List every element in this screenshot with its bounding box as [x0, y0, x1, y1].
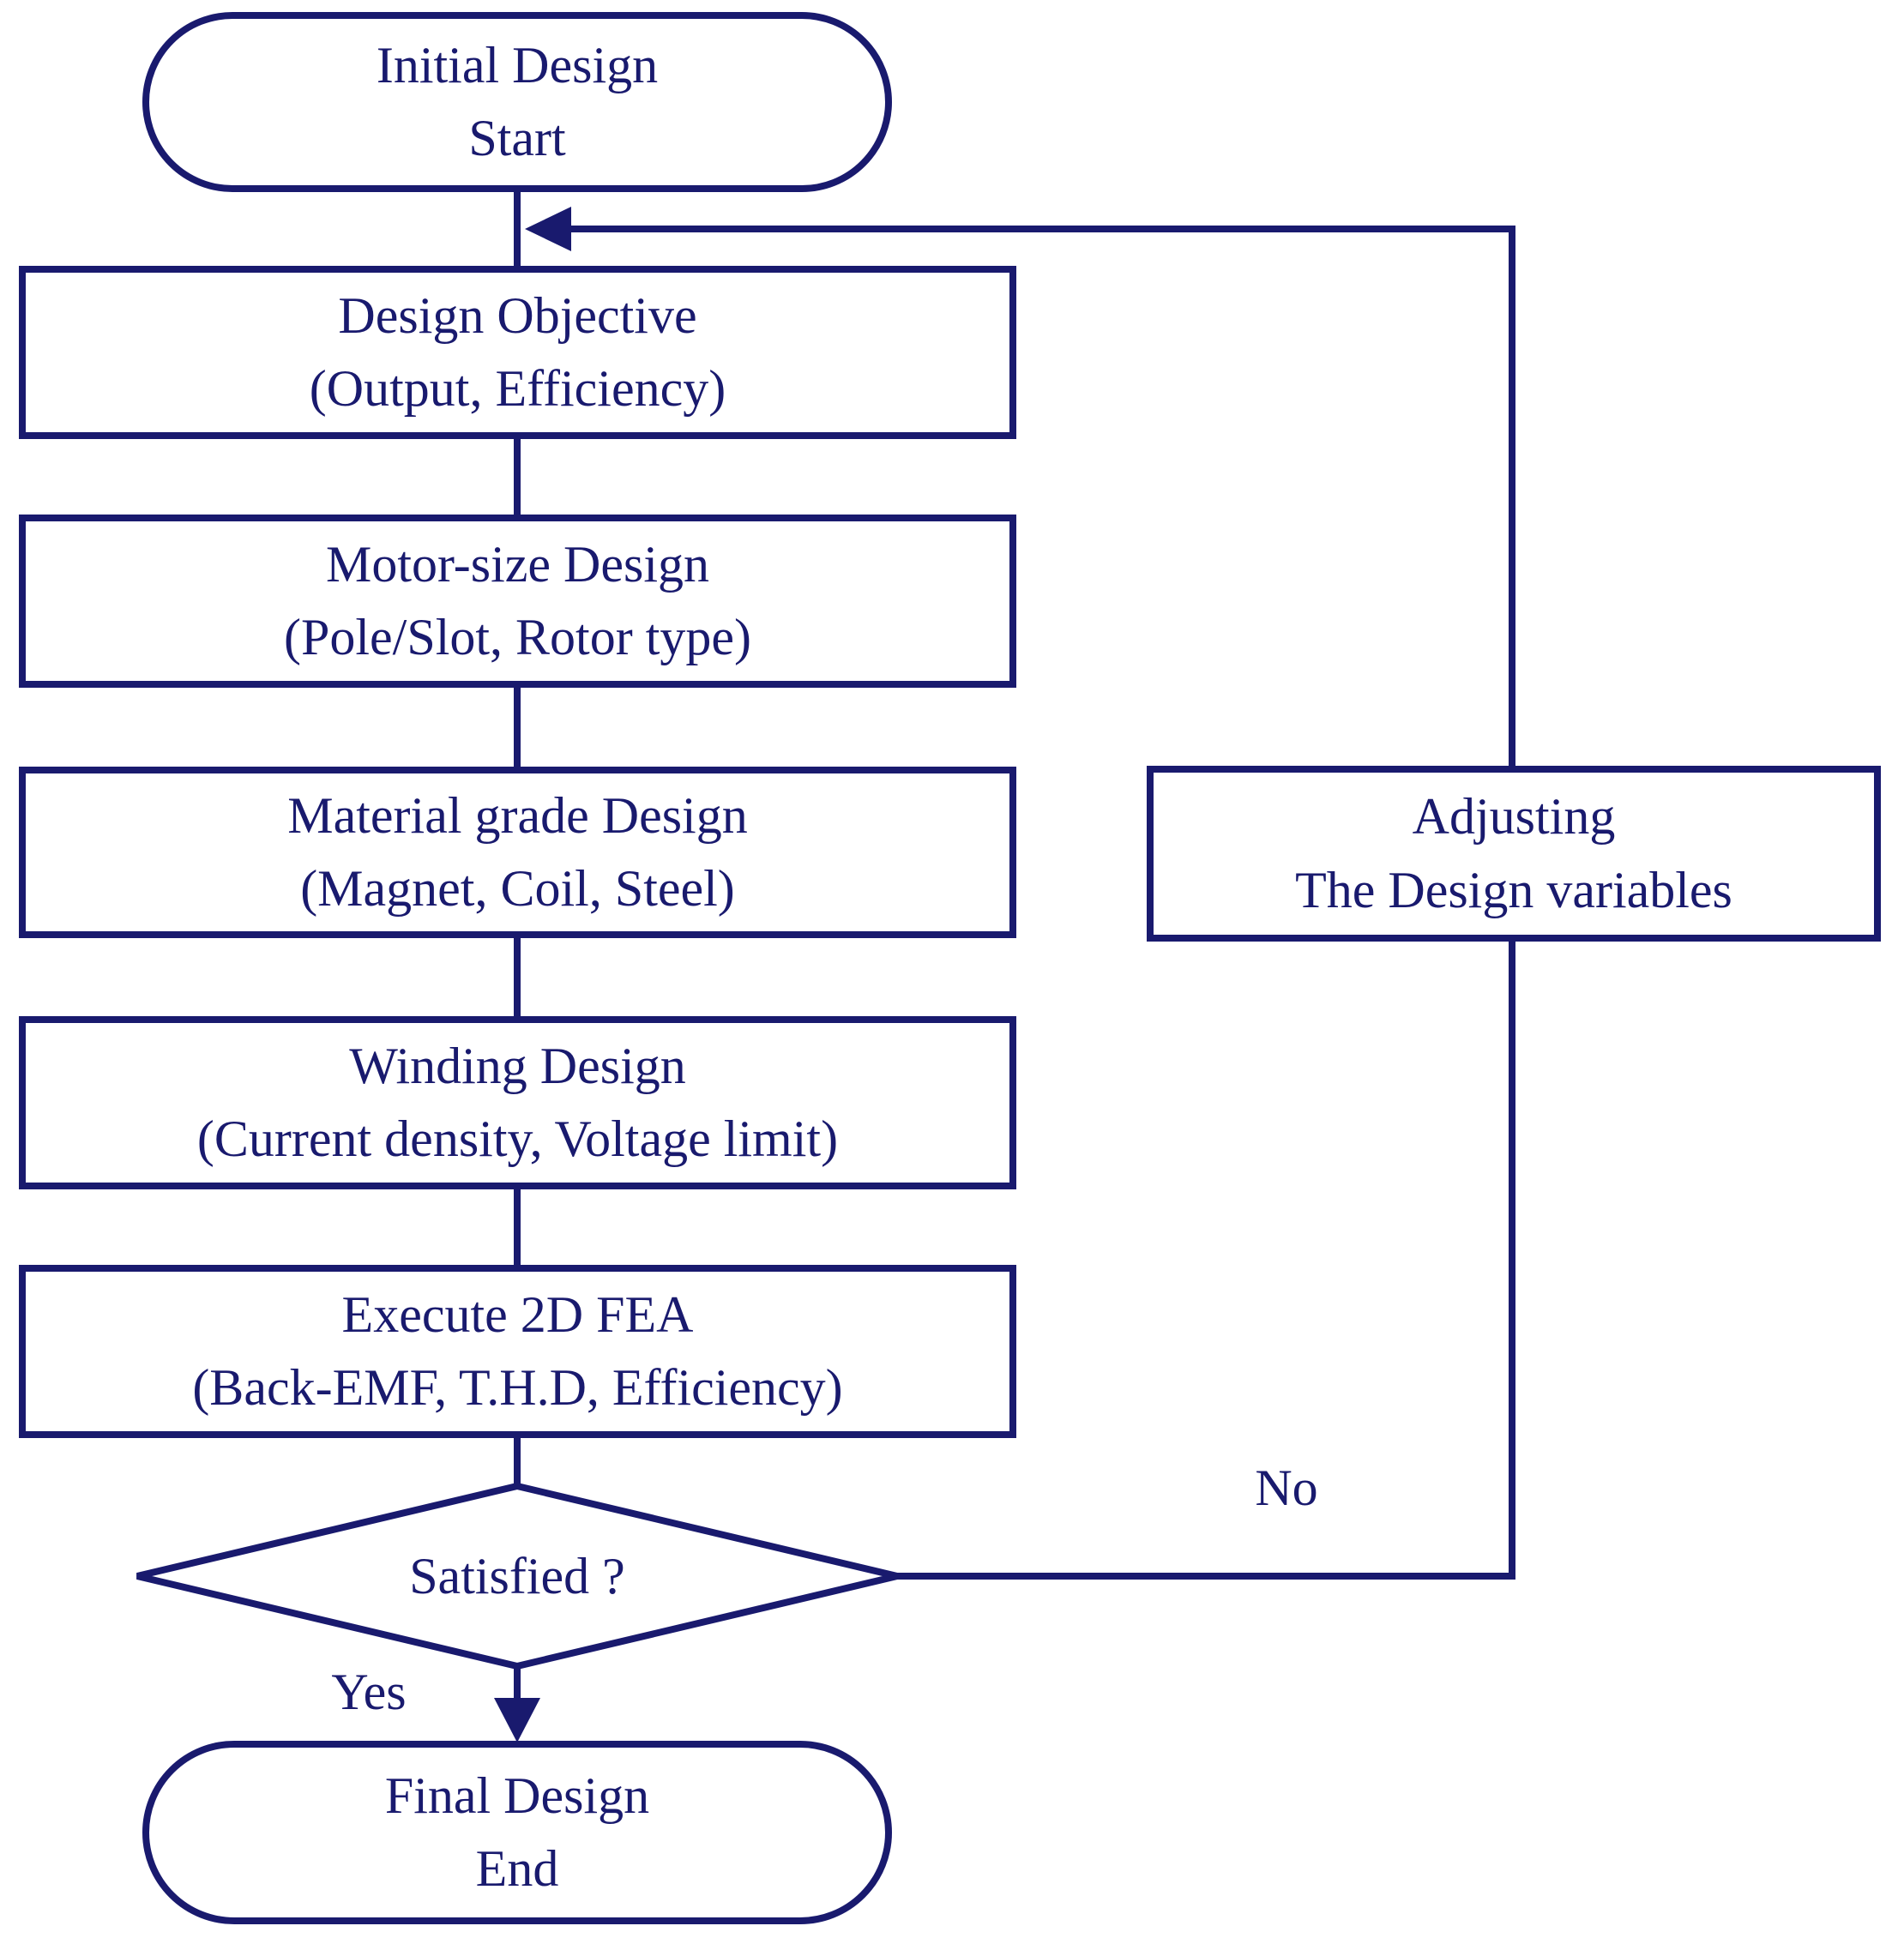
- node-design-objective: Design Objective (Output, Efficiency): [19, 266, 1016, 439]
- node-fea-subtitle: (Back-EMF, T.H.D, Efficiency): [192, 1359, 843, 1416]
- node-end-subtitle: End: [475, 1840, 559, 1897]
- node-start-subtitle: Start: [468, 110, 566, 166]
- feedback-arrowhead: [525, 207, 571, 251]
- node-winding: Winding Design (Current density, Voltage…: [19, 1016, 1016, 1189]
- node-fea: Execute 2D FEA (Back-EMF, T.H.D, Efficie…: [19, 1265, 1016, 1438]
- node-end: Final Design End: [142, 1741, 892, 1924]
- end-arrowhead: [494, 1698, 540, 1742]
- node-winding-subtitle: (Current density, Voltage limit): [196, 1110, 839, 1167]
- node-start-title: Initial Design: [376, 36, 659, 93]
- node-motor-size: Motor-size Design (Pole/Slot, Rotor type…: [19, 515, 1016, 688]
- node-winding-title: Winding Design: [349, 1037, 686, 1094]
- node-design-objective-title: Design Objective: [338, 286, 697, 344]
- node-adjusting: Adjusting The Design variables: [1147, 766, 1881, 942]
- node-design-objective-subtitle: (Output, Efficiency): [309, 360, 726, 417]
- node-material-grade-title: Material grade Design: [287, 786, 748, 844]
- node-start: Initial Design Start: [142, 12, 892, 192]
- node-end-title: Final Design: [384, 1766, 650, 1824]
- node-material-grade-subtitle: (Magnet, Coil, Steel): [300, 860, 735, 917]
- node-adjusting-subtitle: The Design variables: [1295, 861, 1732, 918]
- node-motor-size-subtitle: (Pole/Slot, Rotor type): [284, 609, 751, 665]
- node-adjusting-title: Adjusting: [1412, 788, 1616, 846]
- edge-label-yes: Yes: [331, 1663, 407, 1720]
- node-fea-title: Execute 2D FEA: [341, 1285, 694, 1343]
- decision-diamond-shape: [136, 1482, 898, 1670]
- node-motor-size-title: Motor-size Design: [325, 535, 710, 593]
- decision-label: Satisfied ?: [409, 1547, 625, 1604]
- node-material-grade: Material grade Design (Magnet, Coil, Ste…: [19, 767, 1016, 938]
- edge-label-no: No: [1255, 1459, 1318, 1516]
